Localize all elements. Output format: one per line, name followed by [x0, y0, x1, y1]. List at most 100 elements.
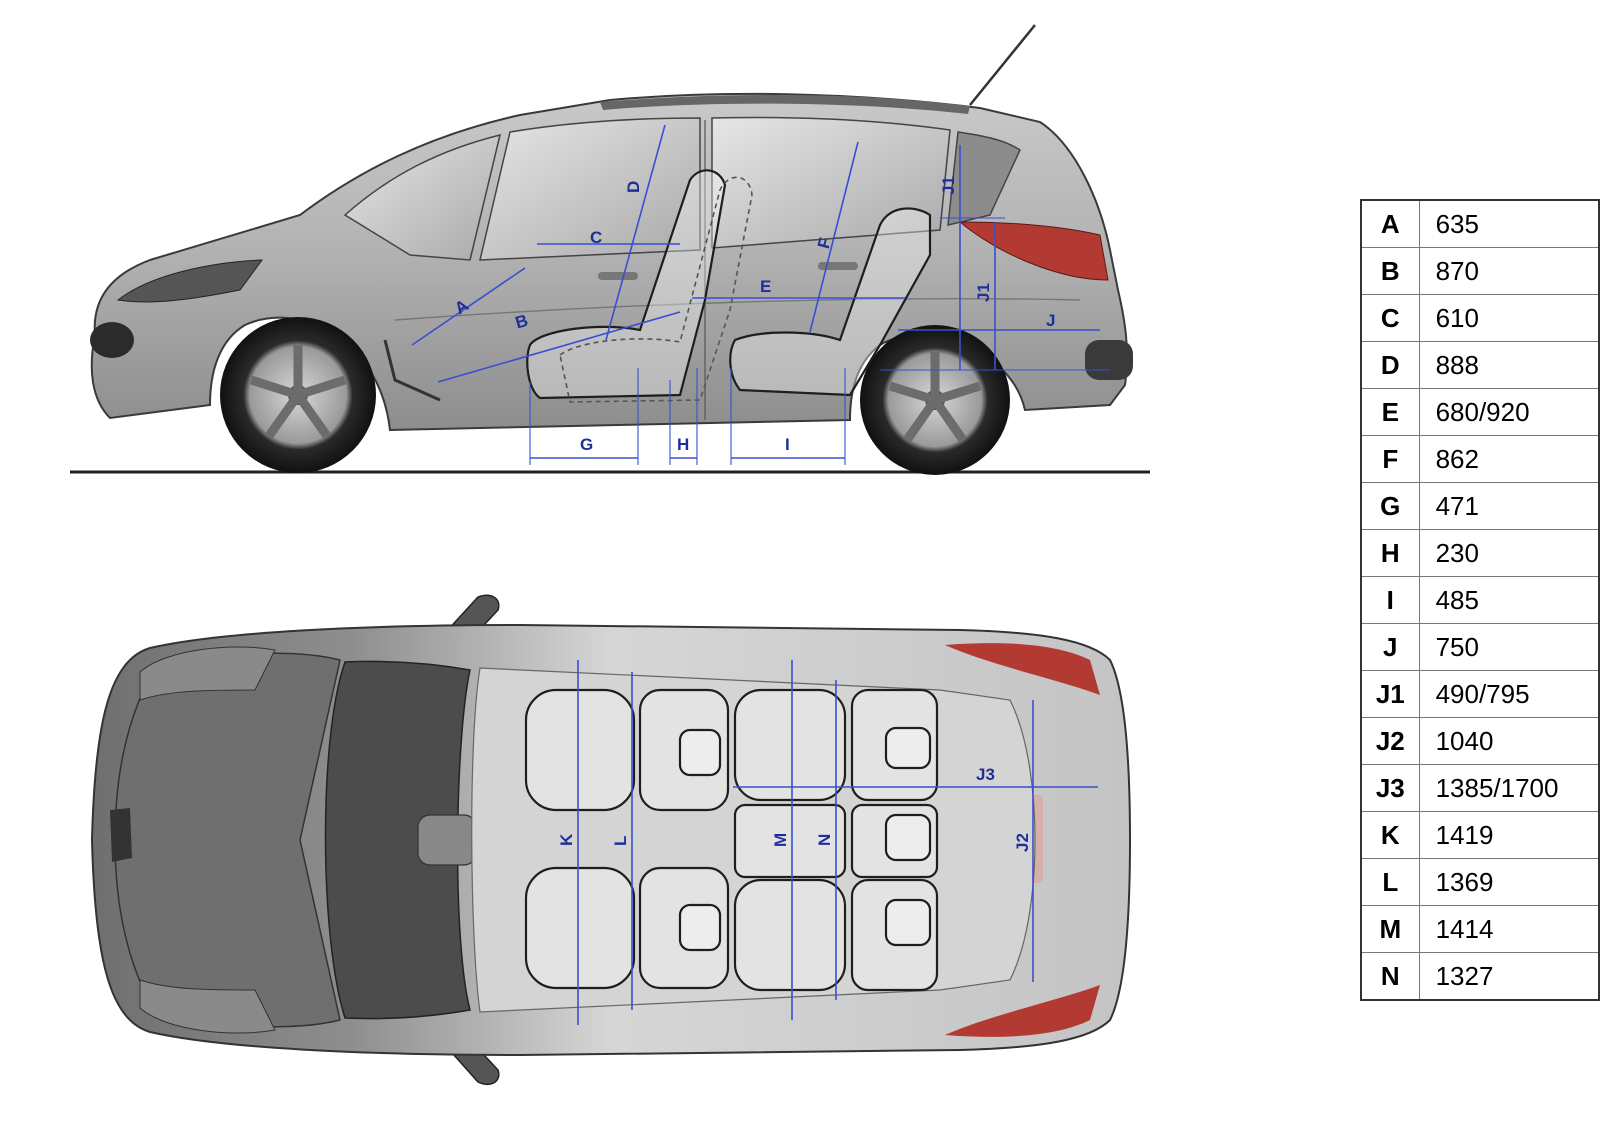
- left-headlight-top: [139, 646, 276, 701]
- top-view: J3 J2 K L M N: [90, 594, 1132, 1086]
- dim-label-J1-lower: J1: [974, 283, 993, 302]
- dim-label-B: B: [513, 311, 530, 333]
- dim-label-K: K: [557, 833, 576, 846]
- dim-code: J1: [1360, 670, 1420, 718]
- dim-code: J2: [1360, 717, 1420, 765]
- rear-door-handle: [818, 262, 858, 270]
- dim-code: J3: [1360, 764, 1420, 812]
- dim-D-line: [605, 124, 666, 341]
- windshield: [343, 133, 502, 261]
- rear-seat-outline: [729, 207, 932, 397]
- antenna: [969, 24, 1036, 106]
- dim-value: 610: [1418, 294, 1600, 342]
- headlight: [116, 259, 264, 303]
- grille: [90, 322, 134, 358]
- roof-rail: [600, 94, 970, 114]
- windshield-top: [324, 660, 471, 1020]
- front-wheel: [220, 317, 376, 473]
- tail-light: [958, 221, 1109, 281]
- side-view: A B C D E F G H I J J1 J1: [70, 24, 1150, 475]
- car-dimension-diagram: A B C D E F G H I J J1 J1: [70, 24, 1150, 1086]
- left-tail-light-top: [945, 643, 1100, 695]
- headrest-fl: [678, 728, 722, 777]
- rear-right-seatback: [850, 878, 939, 992]
- dim-value: 750: [1418, 623, 1600, 671]
- dim-value: 635: [1418, 199, 1600, 248]
- dim-label-E: E: [760, 277, 771, 296]
- dim-label-J3: J3: [976, 765, 995, 784]
- dim-value: 1414: [1418, 905, 1600, 953]
- dim-code: M: [1360, 905, 1420, 953]
- headrest-fr: [678, 903, 722, 952]
- dim-value: 230: [1418, 529, 1600, 577]
- headrest-rl: [884, 726, 932, 770]
- dim-code: B: [1360, 247, 1420, 295]
- pedal: [383, 339, 441, 402]
- cabin-floor: [471, 667, 1036, 1013]
- dim-code: A: [1360, 199, 1420, 248]
- dim-value: 1040: [1418, 717, 1600, 765]
- dim-label-N: N: [815, 834, 834, 846]
- headrest-rr: [884, 898, 932, 947]
- dim-label-I: I: [785, 435, 790, 454]
- side-crease: [394, 298, 1081, 321]
- dim-value: 1419: [1418, 811, 1600, 859]
- dim-code: D: [1360, 341, 1420, 389]
- dim-code: F: [1360, 435, 1420, 483]
- dim-F-line: [809, 141, 859, 333]
- rear-left-seatback: [850, 688, 939, 802]
- dim-code: K: [1360, 811, 1420, 859]
- dim-value: 862: [1418, 435, 1600, 483]
- top-seats: [524, 688, 939, 992]
- dim-code: J: [1360, 623, 1420, 671]
- dim-value: 888: [1418, 341, 1600, 389]
- dim-value: 680/920: [1418, 388, 1600, 436]
- front-seat-rear-position: [559, 176, 753, 403]
- dim-label-D: D: [624, 181, 643, 193]
- top-dimensions: J3 J2 K L M N: [557, 660, 1098, 1025]
- rear-bumper: [1085, 340, 1133, 380]
- dim-A-line: [411, 267, 526, 346]
- dim-code: N: [1360, 952, 1420, 1001]
- dim-value: 490/795: [1418, 670, 1600, 718]
- rear-side-window: [711, 116, 951, 249]
- dim-label-C: C: [590, 228, 602, 247]
- dim-value: 1385/1700: [1418, 764, 1600, 812]
- front-left-seatback: [638, 688, 730, 812]
- dim-label-L: L: [611, 836, 630, 846]
- right-headlight-top: [139, 979, 276, 1034]
- rear-view-mirror: [417, 814, 477, 866]
- dim-label-M: M: [771, 833, 790, 847]
- dim-code: I: [1360, 576, 1420, 624]
- dim-value: 1327: [1418, 952, 1600, 1001]
- dim-value: 471: [1418, 482, 1600, 530]
- front-right-seatback: [638, 866, 730, 990]
- dim-code: E: [1360, 388, 1420, 436]
- dim-value: 1369: [1418, 858, 1600, 906]
- right-tail-light-top: [945, 985, 1100, 1037]
- front-right-seat: [524, 866, 636, 990]
- rear-quarter-window: [947, 131, 1021, 226]
- dim-label-G: G: [580, 435, 593, 454]
- front-side-window: [479, 117, 701, 261]
- front-door-handle: [598, 272, 638, 280]
- dim-value: 485: [1418, 576, 1600, 624]
- dim-code: G: [1360, 482, 1420, 530]
- rear-wheel: [860, 325, 1010, 475]
- dim-value: 870: [1418, 247, 1600, 295]
